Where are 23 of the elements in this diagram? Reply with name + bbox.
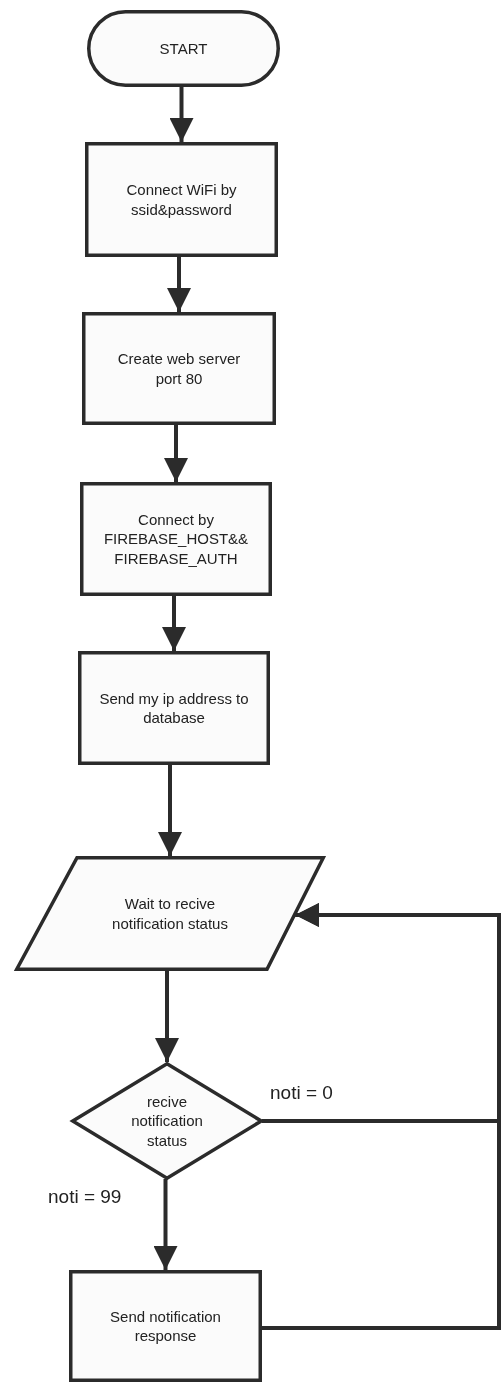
input-parallelogram xyxy=(15,856,325,971)
process-box xyxy=(69,1270,262,1382)
arrow xyxy=(167,256,191,312)
node-text: Send notification response xyxy=(109,1306,222,1346)
node-text: Create web server port 80 xyxy=(116,349,242,388)
arrow xyxy=(153,1179,178,1270)
node-text: Connect WiFi by ssid&password xyxy=(125,180,238,219)
node-text: Wait to recive notification status xyxy=(111,894,229,933)
node-text: Send my ip address to database xyxy=(98,688,250,728)
node-text: recive notification status xyxy=(130,1091,204,1151)
process-box xyxy=(78,651,270,765)
arrow xyxy=(164,424,188,482)
node-text: Connect by FIREBASE_HOST&& FIREBASE_AUTH xyxy=(102,509,250,569)
arrow xyxy=(155,970,179,1062)
decision-diamond xyxy=(71,1062,263,1180)
arrow xyxy=(162,595,186,651)
node-text: START xyxy=(159,38,208,59)
arrow xyxy=(169,86,194,142)
process-box xyxy=(85,142,278,257)
arrow xyxy=(158,764,182,856)
process-box xyxy=(80,482,272,596)
process-box xyxy=(82,312,276,425)
arrow xyxy=(261,903,501,1330)
